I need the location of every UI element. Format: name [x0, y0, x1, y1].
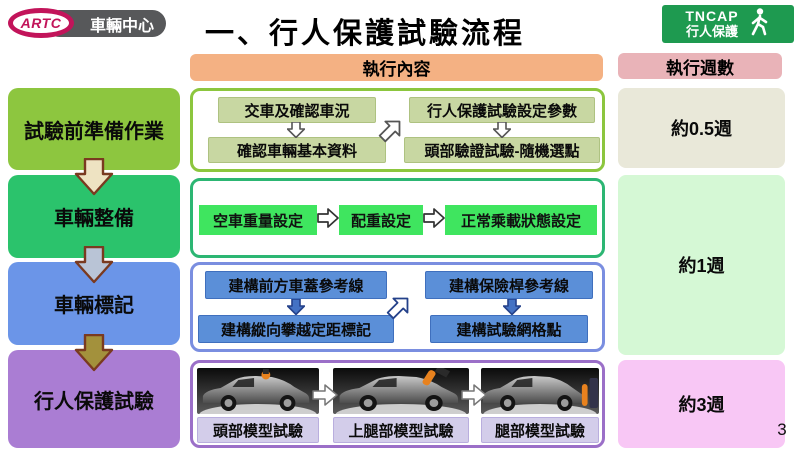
- crash-test-photo-legform: [481, 368, 599, 414]
- duration-tests: 約3週: [618, 360, 785, 448]
- test-panel-legform: 腿部模型試驗: [481, 368, 599, 443]
- step-vehicle-delivery-check: 交車及確認車況: [218, 97, 376, 123]
- step-bumper-reference-line: 建構保險桿參考線: [425, 271, 593, 299]
- step-longitudinal-wrap-marking: 建構縱向攀越定距標記: [198, 315, 394, 343]
- page-number: 3: [777, 420, 787, 439]
- step-ballast-setting: 配重設定: [339, 205, 423, 235]
- down-arrow-icon: [74, 157, 114, 196]
- duration-servicing-marking: 約1週: [618, 175, 785, 355]
- crash-test-photo-upper-legform: [333, 368, 469, 414]
- stage-vehicle-marking: 車輛標記: [8, 262, 180, 345]
- up-right-arrow-icon: [377, 116, 405, 149]
- down-arrow-icon: [502, 298, 522, 320]
- step-test-grid-points: 建構試驗網格點: [430, 315, 588, 343]
- pedestrian-icon: [747, 7, 771, 42]
- duration-preparation: 約0.5週: [618, 88, 785, 168]
- test-panel-upper-legform: 上腿部模型試驗: [333, 368, 469, 443]
- column-header-execution-weeks: 執行週數: [618, 53, 782, 79]
- content-box-servicing: 空車重量設定 配重設定 正常乘載狀態設定: [190, 178, 605, 258]
- right-arrow-icon: [461, 383, 487, 412]
- tncap-badge: TNCAP 行人保護: [662, 5, 794, 43]
- test-label-legform: 腿部模型試驗: [481, 417, 599, 443]
- content-box-tests: 頭部模型試驗 上腿部模型試驗: [190, 360, 605, 448]
- step-bonnet-reference-line: 建構前方車蓋參考線: [205, 271, 387, 299]
- tncap-sublabel: 行人保護: [685, 23, 738, 39]
- down-arrow-icon: [74, 333, 114, 372]
- test-label-headform: 頭部模型試驗: [197, 417, 319, 443]
- down-arrow-icon: [286, 121, 306, 143]
- stage-pre-test-preparation: 試驗前準備作業: [8, 88, 180, 170]
- column-header-execution-content: 執行內容: [190, 54, 603, 81]
- right-arrow-icon: [317, 207, 339, 234]
- crash-test-photo-headform: [197, 368, 319, 414]
- page-title: 一、行人保護試驗流程: [204, 18, 525, 50]
- step-empty-weight-setting: 空車重量設定: [199, 205, 317, 235]
- up-right-arrow-icon: [385, 293, 413, 326]
- artc-logo-icon: ARTC: [8, 8, 74, 38]
- content-box-preparation: 交車及確認車況 確認車輛基本資料 行人保護試驗設定參數 頭部驗證試驗-隨機選點: [190, 88, 605, 172]
- tncap-label: TNCAP: [685, 8, 739, 25]
- stage-pedestrian-protection-test: 行人保護試驗: [8, 350, 180, 448]
- content-box-marking: 建構前方車蓋參考線 建構縱向攀越定距標記 建構保險桿參考線 建構試驗網格點: [190, 262, 605, 352]
- step-normal-load-setting: 正常乘載狀態設定: [445, 205, 597, 235]
- step-test-parameter-setup: 行人保護試驗設定參數: [409, 97, 595, 123]
- stage-vehicle-servicing: 車輛整備: [8, 175, 180, 258]
- artc-logo: 車輛中心 ARTC: [8, 8, 168, 38]
- right-arrow-icon: [312, 383, 338, 412]
- test-label-upper-legform: 上腿部模型試驗: [333, 417, 469, 443]
- down-arrow-icon: [286, 298, 306, 320]
- right-arrow-icon: [423, 207, 445, 234]
- down-arrow-icon: [74, 245, 114, 284]
- test-panel-headform: 頭部模型試驗: [197, 368, 319, 443]
- down-arrow-icon: [492, 121, 512, 143]
